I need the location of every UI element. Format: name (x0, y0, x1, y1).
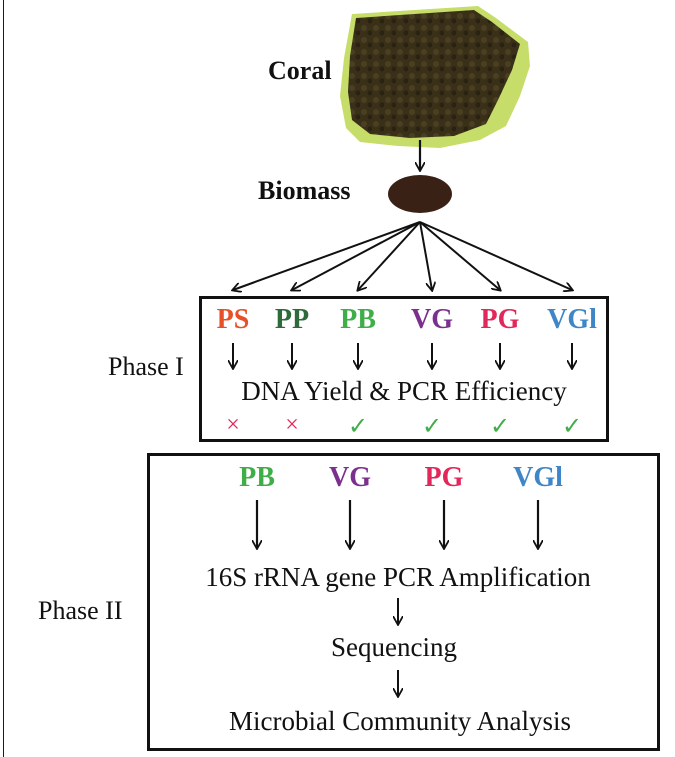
fanout-arrows (233, 221, 572, 290)
phase2-method-vgl: VGl (513, 462, 563, 493)
phase1-result-vg: ✓ (421, 414, 443, 440)
phase2-arrows (257, 500, 538, 696)
coral-label: Coral (268, 56, 332, 85)
phase2-box (147, 453, 660, 751)
phase2-step-sequencing: Sequencing (331, 632, 457, 662)
phase1-result-pp: × (285, 412, 299, 438)
phase1-result-vgl: ✓ (561, 414, 583, 440)
left-border-line (3, 0, 4, 757)
phase1-box (199, 296, 609, 442)
phase2-method-pg: PG (424, 462, 464, 493)
phase2-step-analysis: Microbial Community Analysis (229, 706, 571, 736)
phase1-arrows (233, 343, 572, 368)
phase1-step: DNA Yield & PCR Efficiency (241, 376, 567, 406)
phase1-method-pg: PG (480, 304, 520, 335)
phase1-result-pb: ✓ (347, 414, 369, 440)
biomass-pellet (388, 175, 452, 213)
phase1-label: Phase I (108, 352, 184, 381)
phase1-method-vg: VG (411, 304, 453, 335)
phase1-method-pb: PB (340, 304, 376, 335)
phase1-method-pp: PP (274, 304, 310, 335)
coral-image (340, 6, 530, 148)
phase1-method-vgl: VGl (547, 304, 597, 335)
phase2-label: Phase II (38, 596, 123, 625)
phase2-step-pcr: 16S rRNA gene PCR Amplification (205, 562, 591, 592)
phase1-result-pg: ✓ (489, 414, 511, 440)
biomass-label: Biomass (258, 176, 351, 205)
phase2-method-vg: VG (329, 462, 371, 493)
phase1-method-ps: PS (216, 304, 250, 335)
phase1-result-ps: × (226, 412, 240, 438)
phase2-method-pb: PB (239, 462, 275, 493)
